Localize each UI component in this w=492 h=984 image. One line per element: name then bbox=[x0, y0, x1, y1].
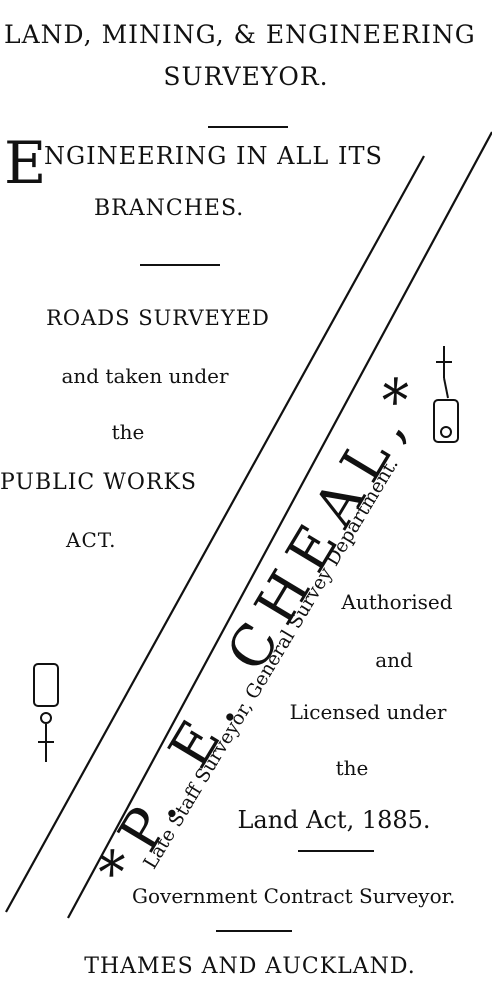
drop-cap-e: E bbox=[4, 129, 47, 197]
roads-line-5: ACT. bbox=[66, 528, 117, 552]
authorised-line-3: Licensed under bbox=[289, 700, 447, 724]
cross-ornament-left bbox=[33, 663, 59, 762]
cross-ornament-right bbox=[433, 346, 459, 443]
roads-line-3: the bbox=[111, 420, 145, 444]
roads-line-4: PUBLIC WORKS bbox=[0, 470, 197, 495]
authorised-line-4: the bbox=[335, 756, 369, 780]
divider-3 bbox=[298, 850, 374, 852]
header-line-1: LAND, MINING, & ENGINEERING bbox=[4, 20, 476, 49]
divider-2 bbox=[140, 264, 220, 266]
authorised-line-5: Land Act, 1885. bbox=[237, 806, 431, 834]
footer-line: THAMES AND AUCKLAND. bbox=[84, 954, 416, 979]
government-line: Government Contract Surveyor. bbox=[132, 884, 456, 908]
divider-1 bbox=[208, 126, 288, 128]
divider-4 bbox=[216, 930, 292, 932]
authorised-line-2: and bbox=[375, 648, 413, 672]
roads-line-1: ROADS SURVEYED bbox=[46, 306, 270, 330]
banner-line-right bbox=[67, 131, 492, 919]
authorised-line-1: Authorised bbox=[341, 590, 453, 614]
engineering-line-1: NGINEERING IN ALL ITS bbox=[44, 142, 383, 170]
header-line-2: SURVEYOR. bbox=[163, 62, 329, 91]
engineering-line-2: BRANCHES. bbox=[94, 196, 245, 221]
banner-line-left bbox=[5, 155, 425, 913]
roads-line-2: and taken under bbox=[61, 364, 229, 388]
